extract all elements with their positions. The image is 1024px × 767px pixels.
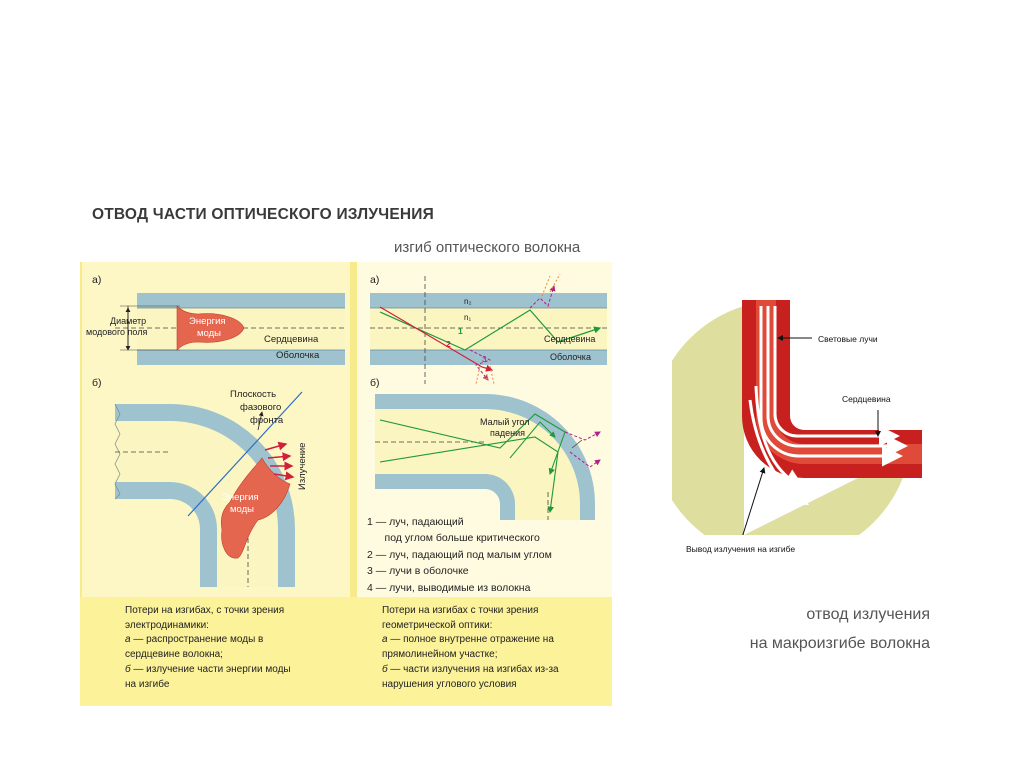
ray-2-number: 2 [446,339,451,349]
bend-disk [651,306,911,561]
notes-geometric-optics: Потери на изгибах с точки зрения геометр… [382,604,607,692]
left-cladding-label: Оболочка [276,350,320,361]
bend-energy-label-2: моды [230,504,254,515]
left-panel-b-label: б) [92,377,102,389]
ray-3-number: 3 [482,355,487,364]
caption-line-2: на макроизгибе волокна [749,635,930,652]
mid-core-label: Сердцевина [544,334,595,344]
left-core-label: Сердцевина [264,334,319,345]
notes-left-a-marker: а [125,634,131,646]
legend-item-3: 3 — лучи в оболочке [367,565,469,578]
legend-item-4: 4 — лучи, выводимые из волокна [367,581,531,594]
slide-title: ОТВОД ЧАСТИ ОПТИЧЕСКОГО ИЗЛУЧЕНИЯ [92,206,434,223]
notes-panel-bg [80,597,612,706]
light-ray-2 [766,306,908,457]
notes-left-line-1: Потери на изгибах, с точки зрения [125,605,285,616]
mode-energy-shape [176,305,245,351]
right-core-label: Сердцевина [842,394,891,404]
mid-straight-core [370,308,607,350]
notes-right-line-2: геометрической оптики: [382,619,493,631]
caption-line-1: отвод излучения [806,606,930,623]
bend-mode-energy-shape [220,457,291,559]
left-panel-a-label: а) [92,274,101,286]
notes-left-line-2: электродинамики: [125,619,209,631]
ray-1-number: 1 [458,326,463,336]
notes-right-line-1: Потери на изгибах с точки зрения [382,605,539,616]
output-radiation-label: Вывод излучения на изгибе [686,544,796,554]
mode-diameter-label-2: модового поля [86,327,147,337]
radiation-label: Излучение [297,443,308,490]
ray-1-line [379,309,602,351]
small-angle-label-1: Малый угол [480,417,530,427]
legend-item-1-cont: под углом больше критического [367,532,540,545]
slide-subtitle: изгиб оптического волокна [394,239,581,256]
macrobend-caption: отвод излучения на макроизгибе волокна [660,600,930,658]
bend-energy-label-1: Энергия [222,492,259,503]
mid-panel-b-label: б) [370,377,380,389]
notes-left-a-text-2: сердцевине волокна; [125,649,223,661]
mode-energy-label-1: Энергия [189,316,226,327]
notes-left-b-text-2: на изгибе [125,678,170,690]
notes-right-a-marker: а [382,634,388,646]
notes-right-b-text-2: нарушения углового условия [382,678,517,690]
ray-4-number: 4 [484,373,489,382]
notes-electrodynamics: Потери на изгибах, с точки зрения электр… [125,604,345,692]
leak-ray-1 [754,385,806,489]
n1-label: n₁ [464,313,471,322]
light-ray-3 [773,306,900,447]
fiber-bend-figure: а) Диаметр модового поля Энергия моды Се… [80,262,612,706]
notes-left-b-marker: б [125,663,131,675]
notes-left-a-text-1: — распространение моды в [130,634,264,646]
small-angle-label-2: падения [490,428,525,438]
leak-ray-2 [748,399,810,506]
macrobend-figure: Световые лучи Сердцевина [651,290,932,561]
legend-item-1: 1 — луч, падающий [367,516,464,528]
notes-right-b-marker: б [382,663,388,675]
n2-label: n₂ [464,297,472,306]
mode-energy-label-2: моды [197,328,221,339]
legend-item-2: 2 — луч, падающий под малым углом [367,548,552,561]
notes-right-a-text-2: прямолинейном участке; [382,649,498,661]
phase-front-label-2: фазового [240,402,281,413]
light-ray-1 [759,306,903,467]
ray-2-line [379,306,494,372]
phase-front-line [187,391,303,517]
light-rays-label: Световые лучи [818,334,878,344]
notes-left-b-text-1: — излучение части энергии моды [130,663,291,675]
ray-legend: 1 — луч, падающий под углом больше крити… [367,514,552,596]
notes-right-b-text-1: — части излучения на изгибах из-за [387,663,559,675]
mid-bend-core [375,409,580,520]
mid-panel-a-label: а) [370,274,379,286]
phase-front-label-3: фронта [250,415,284,426]
notes-right-a-text-1: — полное внутренне отражение на [387,634,554,646]
mode-diameter-label-1: Диаметр [110,316,146,326]
mid-cladding-label: Оболочка [550,352,591,362]
phase-front-label-1: Плоскость [230,389,276,400]
